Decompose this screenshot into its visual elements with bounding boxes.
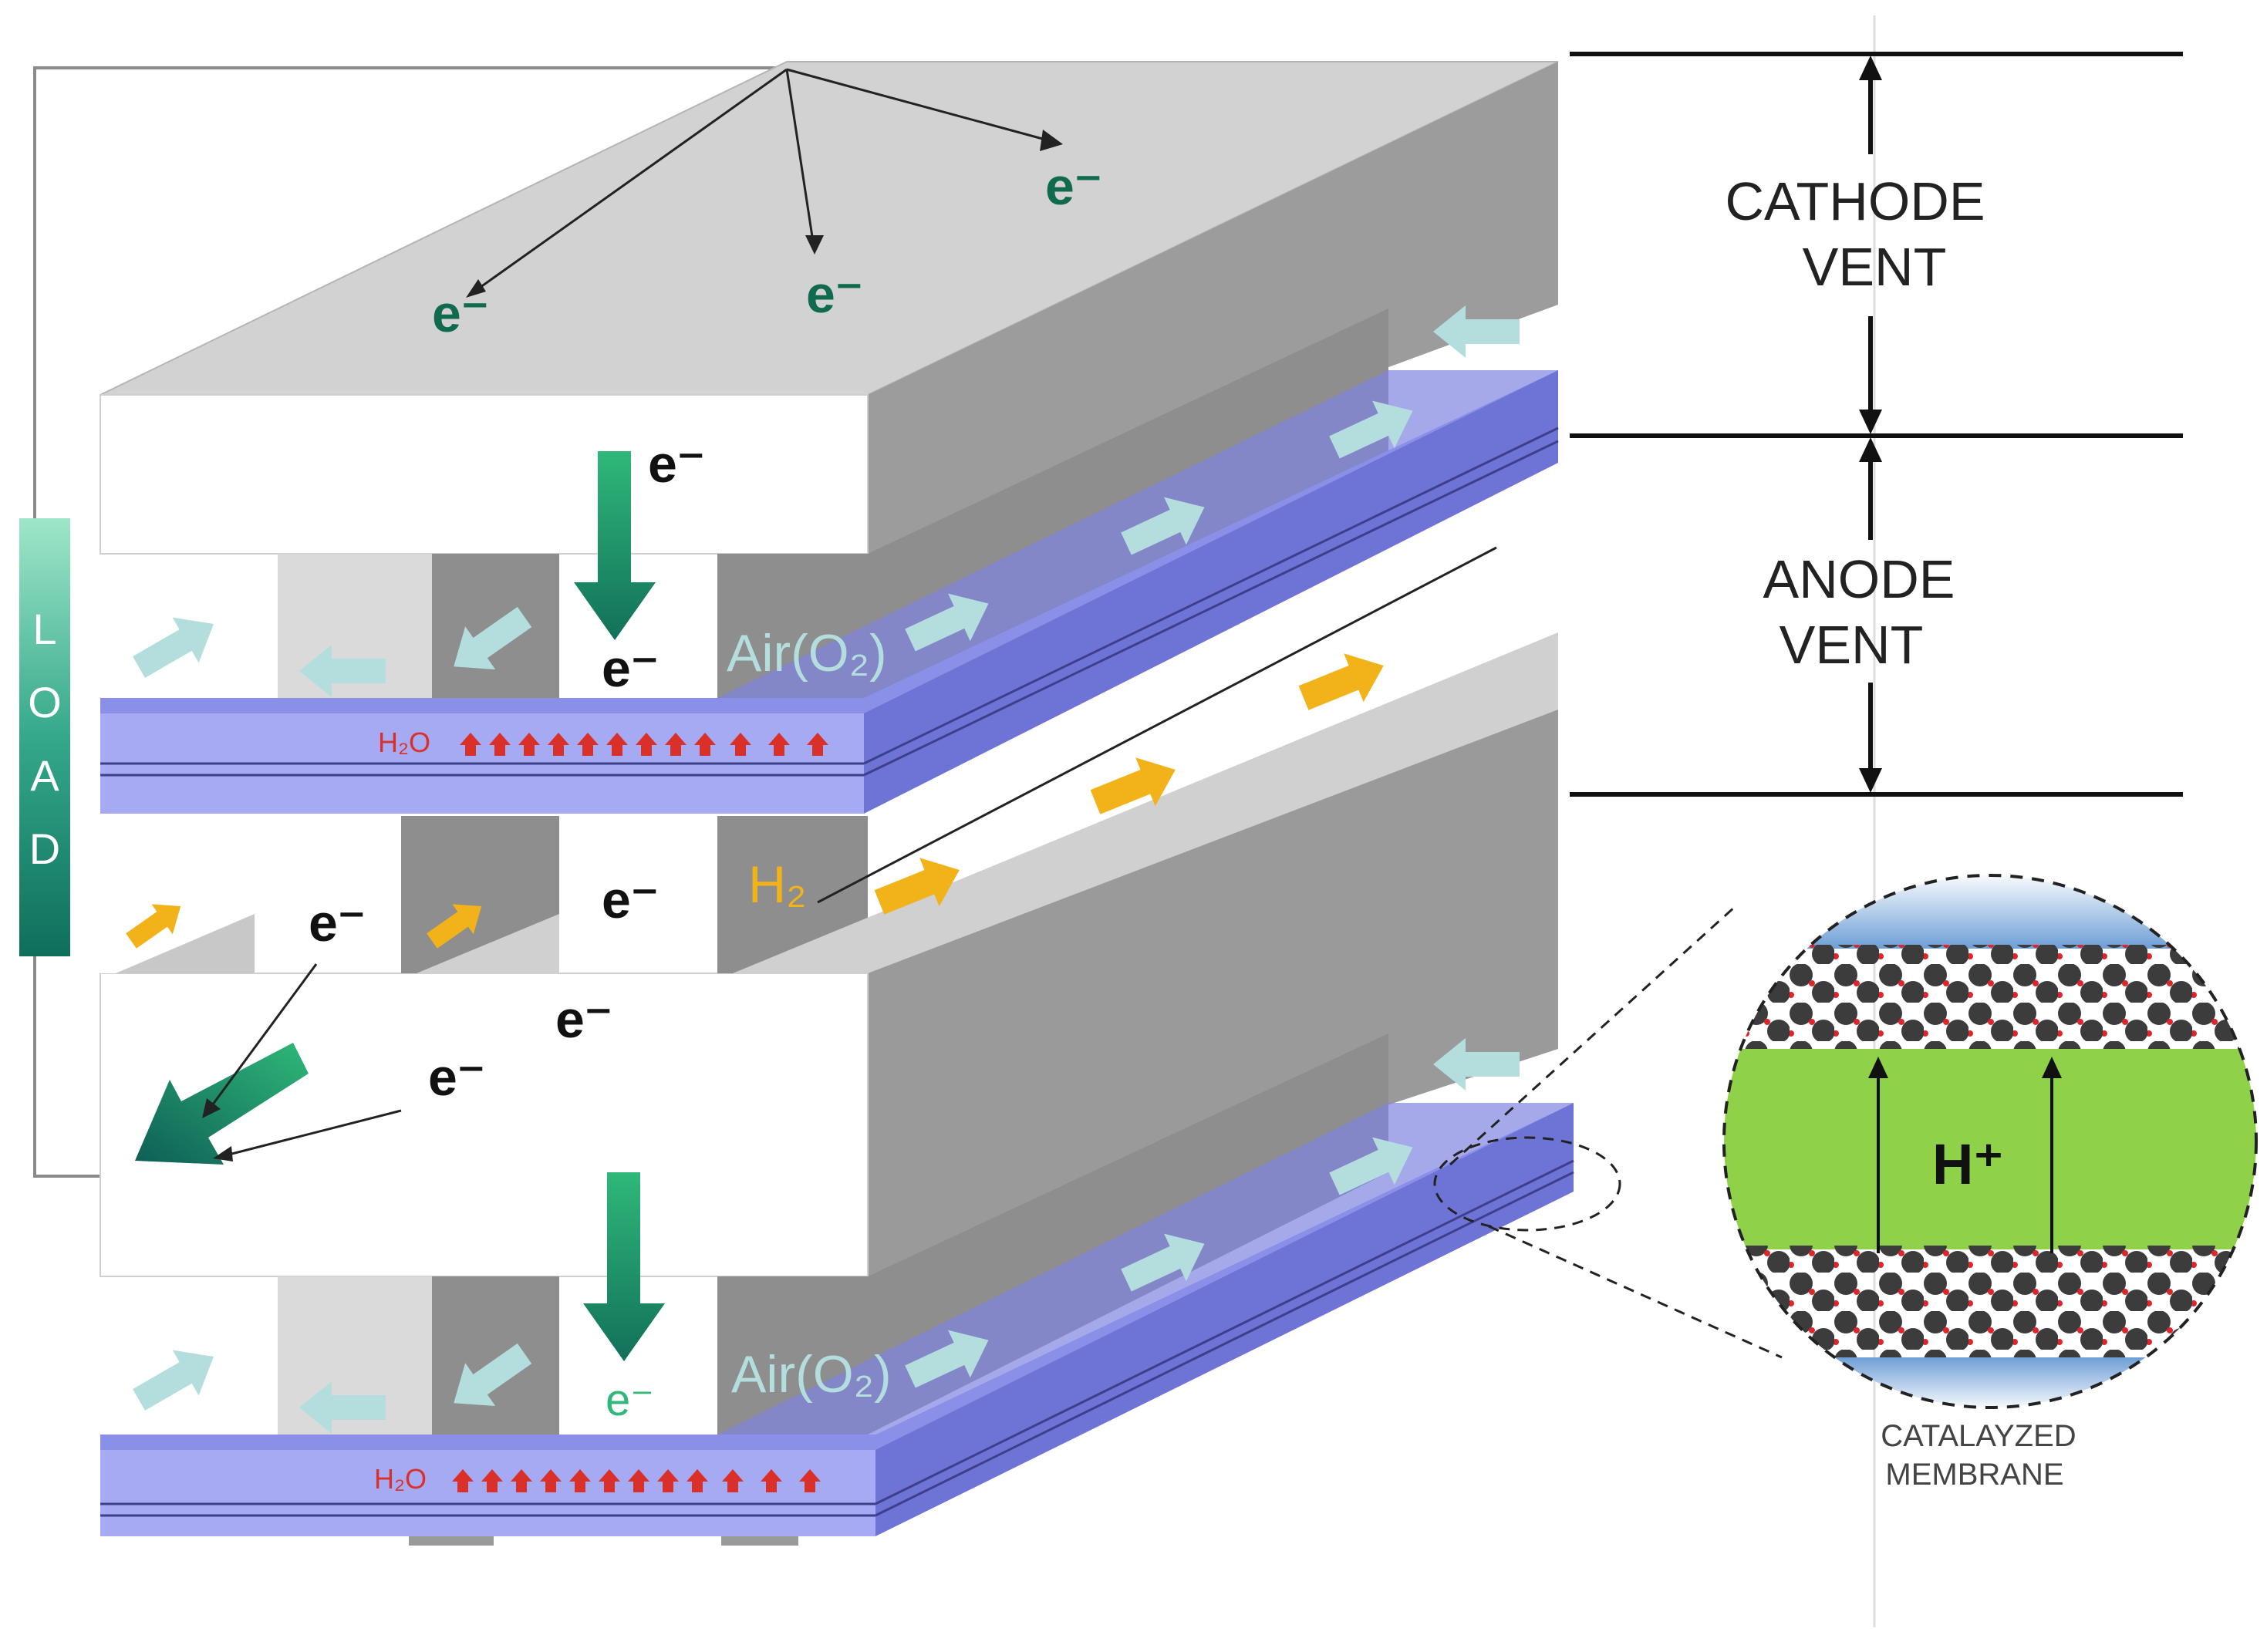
proton-arrow <box>1877 1068 2053 1253</box>
proton-arrow <box>1868 1057 1888 1078</box>
electron-paths <box>207 68 1058 1158</box>
electron-label: e⁻ <box>432 285 489 343</box>
air-flow-arrow <box>126 601 227 690</box>
water-label: H₂O <box>378 727 430 758</box>
electron-label: e⁻ <box>555 990 612 1049</box>
air-label: Air(O₂) <box>727 624 887 683</box>
bottom-membrane <box>100 1103 1574 1546</box>
electron-label: e⁻ <box>602 871 659 929</box>
electron-flow-arrow <box>135 1043 309 1165</box>
electron-label: e⁻ <box>602 639 659 698</box>
electron-label: e⁻ <box>606 1375 654 1425</box>
electron-label: e⁻ <box>806 265 863 324</box>
hydrogen-label: H₂ <box>748 855 807 914</box>
cathode-vent-label-line2: VENT <box>1803 237 1947 297</box>
proton-arrow <box>2042 1057 2062 1078</box>
air-flow-arrow <box>126 1333 227 1423</box>
anode-vent-label-line2: VENT <box>1780 615 1924 675</box>
top-bipolar-plate <box>100 61 1559 698</box>
electron-label: e⁻ <box>1045 157 1102 216</box>
electron-label: e⁻ <box>648 435 705 494</box>
electron-flow-arrow <box>583 1172 665 1361</box>
anode-vent-label-line1: ANODE <box>1763 549 1955 609</box>
electron-flow-arrows <box>135 451 665 1361</box>
load-resistor: L O A D <box>19 518 70 956</box>
proton-label: H⁺ <box>1932 1132 2004 1196</box>
electron-label: e⁻ <box>428 1048 485 1107</box>
air-label: Air(O₂) <box>731 1345 892 1404</box>
cathode-vent-label-line1: CATHODE <box>1725 171 1985 231</box>
catalyzed-membrane-label-line1: CATALAYZED <box>1881 1419 2076 1453</box>
catalyzed-membrane-label-line2: MEMBRANE <box>1885 1458 2063 1492</box>
load-letter-3: A <box>30 751 59 800</box>
electron-path-heads <box>202 130 1063 1161</box>
water-label: H₂O <box>374 1463 427 1495</box>
electron-label: e⁻ <box>309 894 366 952</box>
electron-flow-arrow <box>574 451 656 640</box>
load-letter-1: L <box>32 605 56 653</box>
load-letter-4: D <box>29 824 60 873</box>
load-letter-2: O <box>28 678 62 727</box>
